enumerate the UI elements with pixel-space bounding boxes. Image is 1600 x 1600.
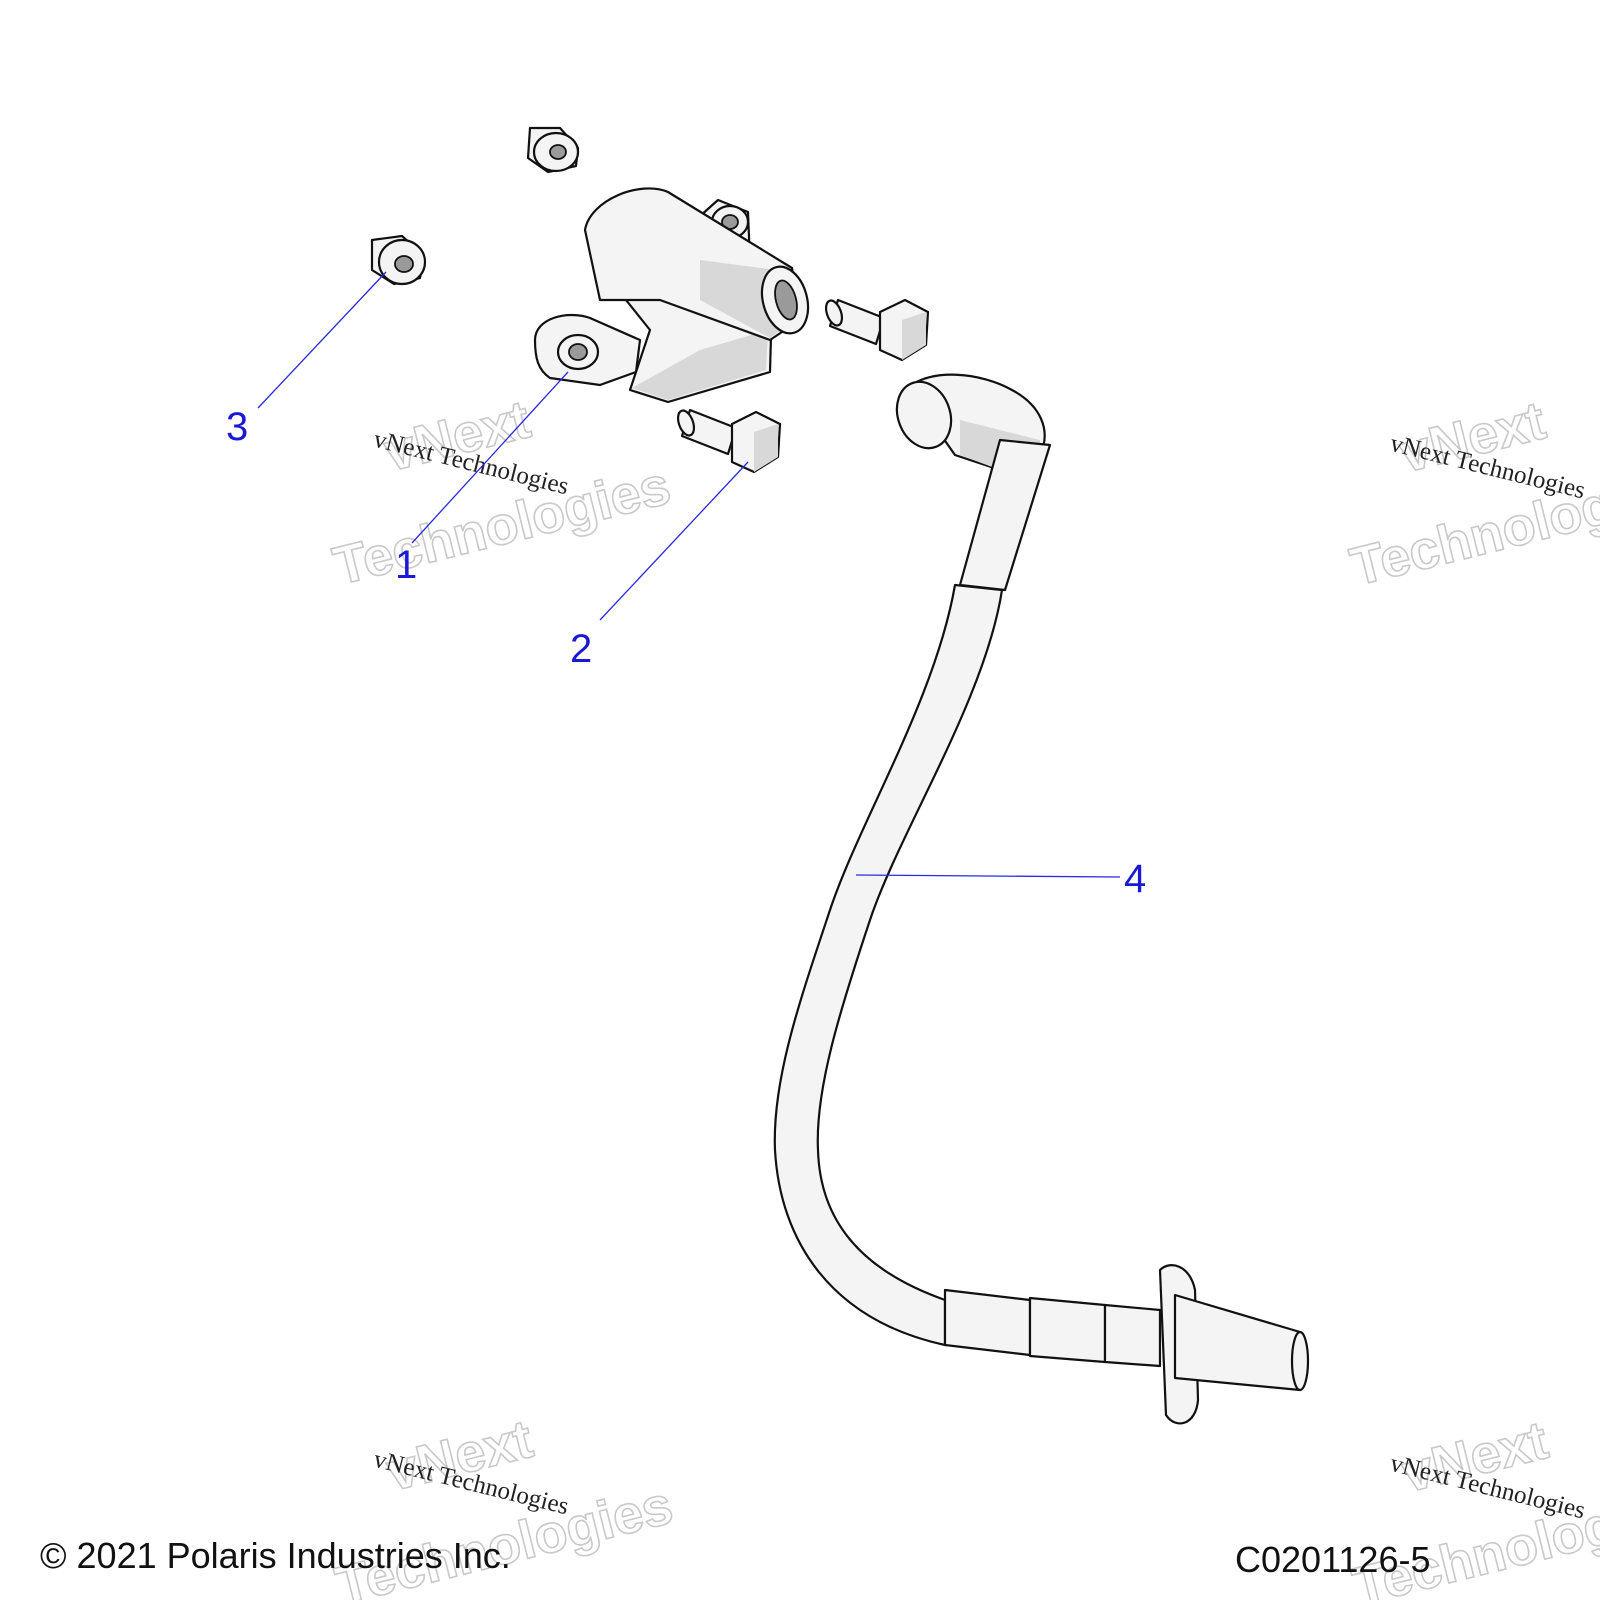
callout-4[interactable]: 4	[1124, 857, 1146, 901]
ignition-coil	[533, 187, 810, 404]
copyright-text: © 2021 Polaris Industries Inc.	[40, 1535, 511, 1576]
diagram-id-text: C0201126-5	[1235, 1539, 1431, 1580]
callout-3[interactable]: 3	[226, 405, 248, 449]
leader-line-4	[855, 874, 1121, 878]
leader-line-2	[599, 461, 749, 621]
callout-2[interactable]: 2	[570, 627, 592, 671]
callout-1[interactable]: 1	[395, 543, 417, 587]
grommet-top	[526, 126, 580, 174]
leader-line-1	[411, 371, 569, 544]
bolt-lower	[676, 408, 782, 474]
spark-plug-wire	[773, 373, 1310, 1425]
bolt-upper	[824, 298, 930, 362]
leader-line-3	[257, 271, 387, 409]
grommet-left	[370, 234, 427, 286]
